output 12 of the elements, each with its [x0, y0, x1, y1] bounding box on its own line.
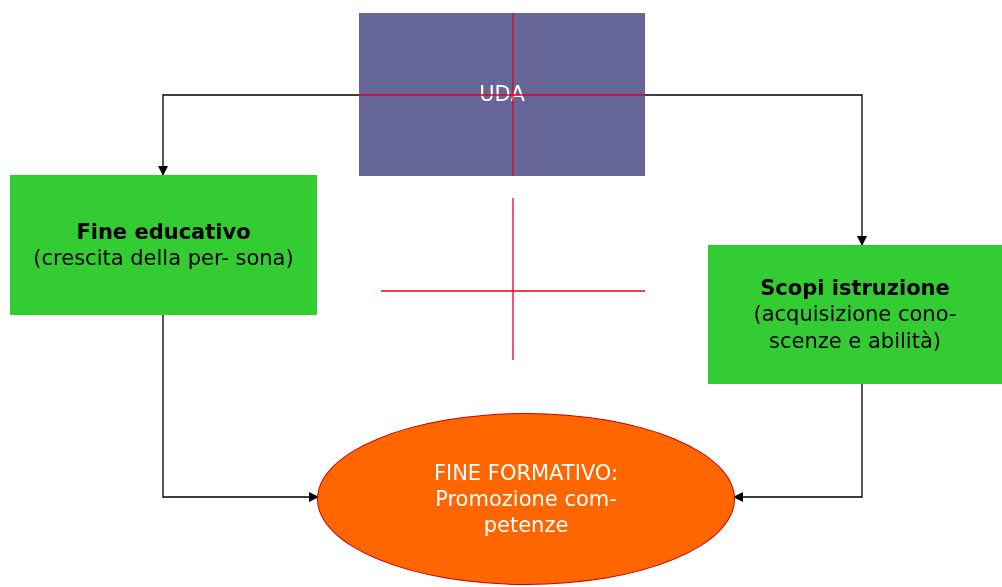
box-text: FINE FORMATIVO: Promozione com- petenze — [432, 459, 620, 539]
process-box — [359, 13, 645, 176]
process-box — [708, 245, 1002, 384]
box-heading: Fine educativo — [76, 218, 251, 245]
process-box — [10, 175, 317, 315]
arrow — [158, 94, 360, 176]
arrow — [162, 314, 319, 502]
box-text: (acquisizione cono- scenze e abilità) — [752, 301, 958, 354]
box-text: (crescita della per- sona) — [33, 245, 294, 272]
box-heading: Scopi istruzione — [760, 275, 950, 302]
arrow — [733, 383, 863, 502]
arrow — [644, 94, 867, 246]
